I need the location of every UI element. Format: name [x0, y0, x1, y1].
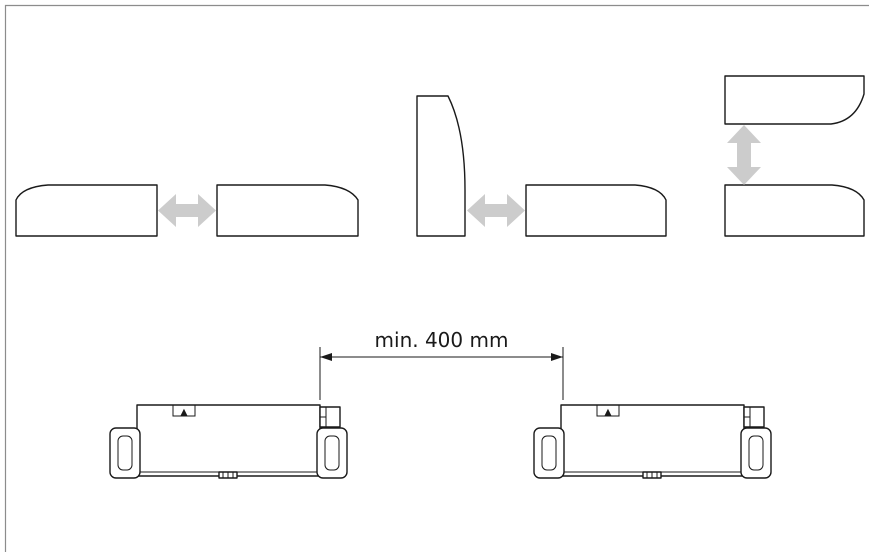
- figure-frame: [4, 4, 869, 552]
- sensor-profile-top: [724, 75, 865, 125]
- mounting-bracket-left: [533, 427, 565, 479]
- orientation-marker: [596, 404, 620, 417]
- double-arrow-horizontal-icon: [467, 194, 525, 227]
- mounting-bracket-right: [740, 427, 772, 479]
- orientation-marker: [172, 404, 196, 417]
- double-arrow-horizontal-icon: [158, 194, 216, 227]
- mounting-bracket-left: [109, 427, 141, 479]
- config-perpendicular: [416, 95, 667, 237]
- dimension-label: min. 400 mm: [375, 328, 509, 352]
- triangle-icon: ▲: [181, 408, 188, 418]
- sensor-profile-right: [216, 184, 359, 237]
- triangle-icon: ▲: [605, 408, 612, 418]
- dimension-arrowhead-right-icon: [551, 353, 563, 361]
- sensor-profile-vertical: [416, 95, 466, 237]
- sensor-profile-bottom: [724, 184, 865, 237]
- config-end-to-end: [15, 184, 359, 237]
- double-arrow-vertical-icon: [727, 125, 761, 185]
- sensor-front-right: ▲: [533, 404, 772, 479]
- sensor-body: [136, 404, 321, 477]
- config-stacked: [724, 75, 865, 237]
- sensor-profile-left: [15, 184, 158, 237]
- sensor-body: [560, 404, 745, 477]
- sensor-front-left: ▲: [109, 404, 348, 479]
- sensor-profile-horizontal: [525, 184, 667, 237]
- dimension-arrowhead-left-icon: [320, 353, 332, 361]
- mounting-bracket-right: [316, 427, 348, 479]
- distance-dimension: min. 400 mm: [319, 328, 564, 400]
